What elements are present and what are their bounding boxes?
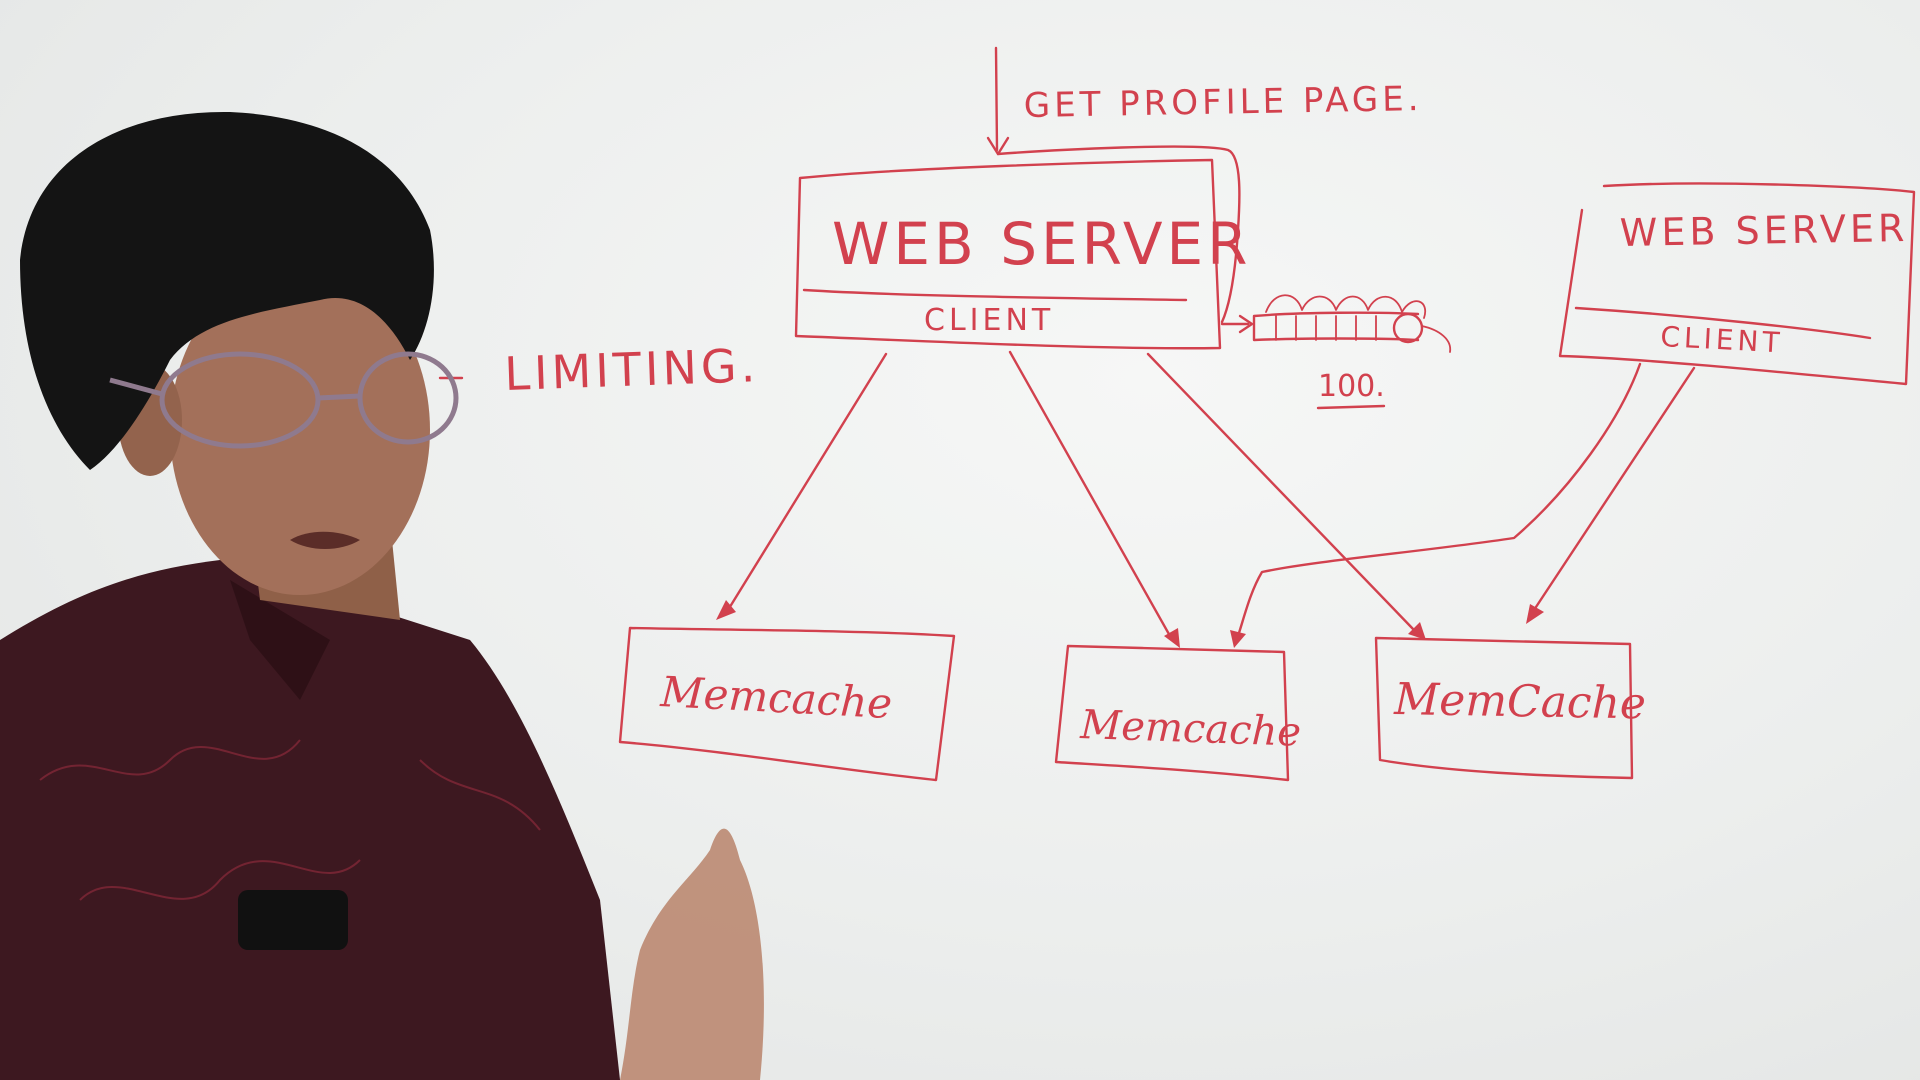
web-server-2-client: CLIENT [1660,320,1785,359]
web-server-1-client: CLIENT [924,303,1054,338]
memcache-box-1 [618,626,956,782]
connection-queue [1220,294,1452,353]
presenter-hair [20,111,434,470]
arrow-ws1-to-memcache-3 [1146,352,1426,640]
presenter-hand [620,828,764,1080]
arrow-ws1-to-memcache-1 [716,352,888,620]
queue-size-label: 100. [1318,369,1385,404]
rate-limiting-label: LIMITING. [503,338,760,401]
queue-size-underline [1316,404,1386,410]
arrow-ws2-to-memcache-3 [1526,366,1696,624]
request-label: GET PROFILE PAGE. [1023,79,1422,126]
web-server-box-2 [1558,182,1916,386]
memcache-1-label: Memcache [658,667,893,728]
web-server-2-title: WEB SERVER [1619,206,1908,255]
lapel-microphone [238,890,348,950]
presenter-shirt [0,560,620,1080]
memcache-3-label: MemCache [1393,674,1647,729]
memcache-box-3 [1374,636,1634,780]
memcache-box-2 [1054,644,1290,782]
arrow-ws2-to-memcache-2 [1230,362,1642,648]
memcache-2-label: Memcache [1079,702,1302,756]
glasses-icon [109,351,459,449]
arrow-ws1-to-memcache-2 [1008,350,1180,648]
web-server-1-title: WEB SERVER [832,210,1251,278]
request-arrow [986,46,1241,324]
presenter [0,111,764,1080]
web-server-box-1 [794,158,1222,350]
